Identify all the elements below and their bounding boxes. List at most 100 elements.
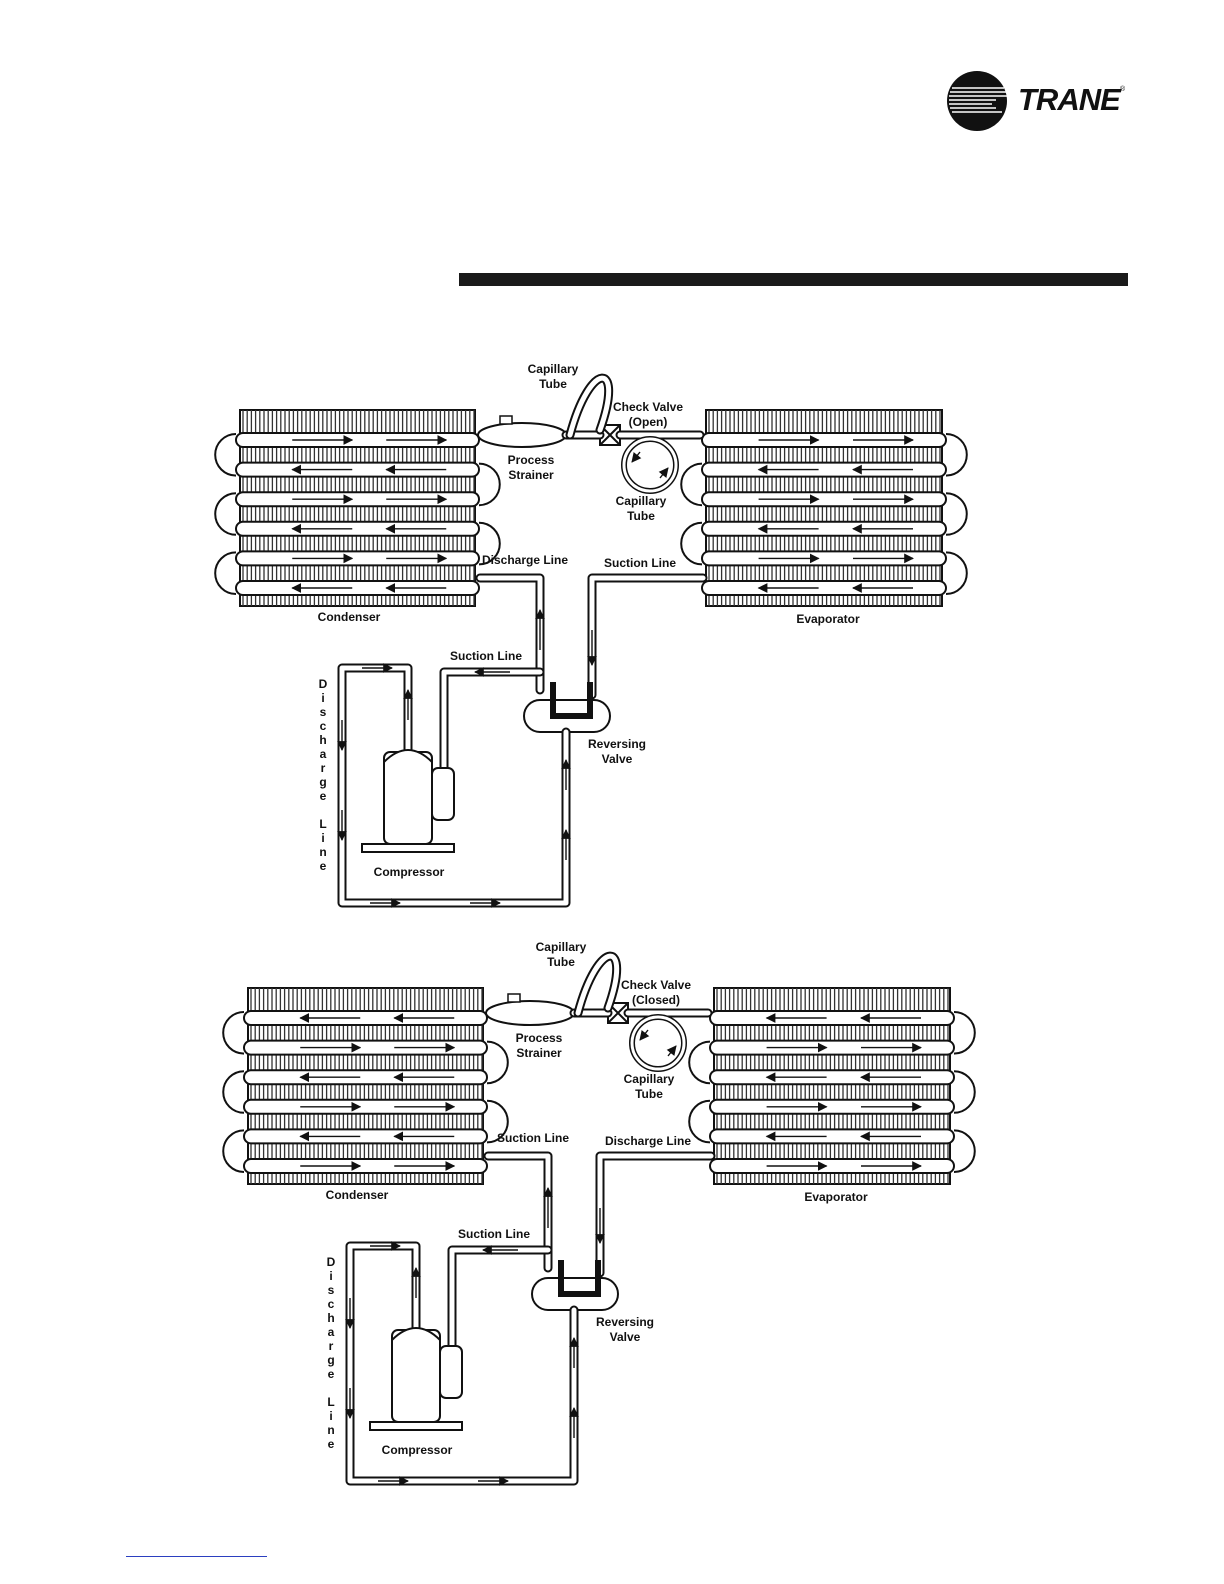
label: Discharge Line [482,553,568,567]
vertical-letter: L [319,817,326,831]
label-line: Reversing [596,1315,654,1329]
coil-tube [701,491,947,508]
return-bend [688,1099,711,1144]
return-bend [953,1070,976,1114]
vertical-letter: n [319,845,326,859]
return-bend [486,1040,509,1085]
vertical-letter: n [327,1423,334,1437]
vertical-letter: D [327,1255,336,1269]
compressor-shell [383,751,433,845]
label: Compressor [374,865,445,879]
condenser-coil [214,409,501,607]
return-bend [478,462,501,507]
label-line: Reversing [588,737,646,751]
flow-arrow [639,1029,650,1041]
label-line: Tube [635,1087,663,1101]
label-line: Strainer [516,1046,562,1060]
reversing-valve-slide [558,1260,601,1297]
accumulator [431,767,455,821]
vertical-letter: e [320,789,327,803]
vertical-letter: e [320,859,327,873]
compressor-base [369,1421,463,1431]
coil-tube [235,432,480,448]
reversing-valve-slide [550,682,593,719]
label-line: Process [508,453,555,467]
compressor-base [361,843,455,853]
return-bend [680,462,703,507]
label-line: Tube [539,377,567,391]
return-bend [945,492,968,536]
process-strainer [477,422,567,448]
label: Check Valve(Open) [613,400,683,429]
return-bend [214,551,237,595]
return-bend [688,1040,711,1085]
return-bend [214,492,237,536]
evaporator-coil [688,987,976,1185]
return-bend [222,1011,245,1055]
label-line: Valve [602,752,633,766]
vertical-letter: i [321,831,324,845]
vertical-letter: e [328,1437,335,1451]
label: Suction Line [450,649,522,663]
return-bend [953,1011,976,1055]
vertical-letter: c [320,719,327,733]
label: Suction Line [497,1131,569,1145]
evaporator-coil [680,409,968,607]
label-line: Strainer [508,468,554,482]
return-bend [486,1099,509,1144]
strainer-port [507,993,521,1003]
label-line: Check Valve [613,400,683,414]
trane-globe-icon [947,71,1007,131]
process-strainer [485,1000,575,1026]
label: Compressor [382,1443,453,1457]
vertical-letter: e [328,1367,335,1381]
return-bend [680,521,703,566]
label: Check Valve(Closed) [621,978,691,1007]
vertical-letter: i [329,1409,332,1423]
trane-logo: TRANE ® [946,70,1126,132]
right-line [595,1151,716,1278]
coil-tube [235,550,480,567]
return-bend [222,1129,245,1173]
strainer-port [499,415,513,425]
label-line: Valve [610,1330,641,1344]
vertical-letter: s [328,1283,335,1297]
label: Condenser [326,1188,389,1202]
return-bend [214,433,237,477]
label-line: Tube [547,955,575,969]
compressor-dome [391,1327,441,1341]
vertical-letter: c [328,1297,335,1311]
return-bend [945,551,968,595]
vertical-letter: h [327,1311,334,1325]
label: Discharge Line [605,1134,691,1148]
label-line: Process [516,1031,563,1045]
compressor-dome [383,749,433,763]
label-line: (Closed) [632,993,680,1007]
vertical-letter: r [321,761,326,775]
compressor-shell [391,1329,441,1423]
flow-arrow [658,467,669,479]
footer-link-rule [126,1556,267,1557]
label: Evaporator [804,1190,868,1204]
label: Suction Line [458,1227,530,1241]
right-line [587,573,708,700]
flow-arrow [666,1045,677,1057]
return-bend [478,521,501,566]
coil-tube [701,550,947,567]
coil-tube [243,1158,488,1174]
label-line: Capillary [624,1072,675,1086]
vertical-letter: g [319,775,326,789]
accumulator [439,1345,463,1399]
